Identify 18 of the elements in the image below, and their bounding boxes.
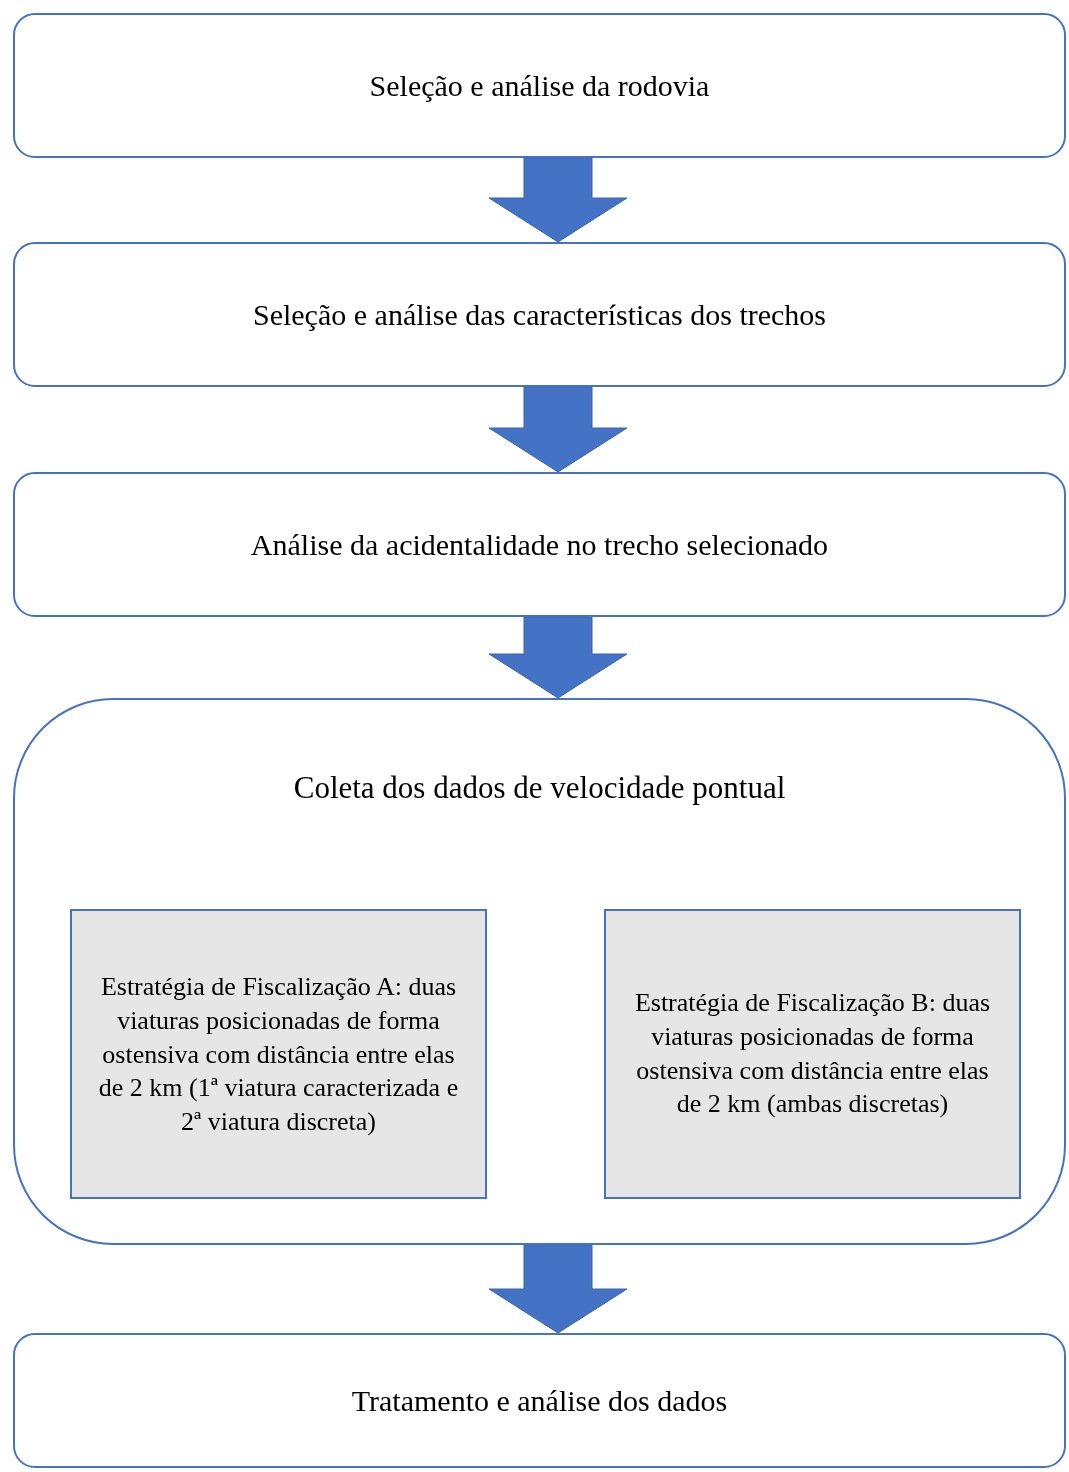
process-box xyxy=(13,472,1066,617)
block-arrow xyxy=(488,386,628,473)
process-box xyxy=(13,13,1066,158)
block-arrow xyxy=(488,1244,628,1334)
group-box xyxy=(13,698,1066,1245)
block-arrow xyxy=(488,157,628,243)
block-arrow xyxy=(488,616,628,699)
box-text: Tratamento e análise dos dados xyxy=(350,1383,729,1418)
box-text: Seleção e análise da rodovia xyxy=(368,68,711,103)
box-text: Coleta dos dados de velocidade pontual xyxy=(292,770,787,806)
strategy-box xyxy=(604,909,1021,1199)
strategy-box xyxy=(70,909,487,1199)
box-text: Seleção e análise das características dos trechos xyxy=(251,297,828,332)
box-text: Estratégia de Fiscalização B: duas viaturas posicionadas de forma ostensiva com distância entre elas de 2 km (ambas discretas) xyxy=(633,987,992,1121)
box-text: Estratégia de Fiscalização A: duas viaturas posicionadas de forma ostensiva com distância entre elas de 2 km (1ª viatura caracterizada e 2ª viatura discreta) xyxy=(97,970,460,1138)
process-box xyxy=(13,242,1066,387)
process-box xyxy=(13,1333,1066,1468)
box-text: Análise da acidentalidade no trecho selecionado xyxy=(249,527,830,562)
